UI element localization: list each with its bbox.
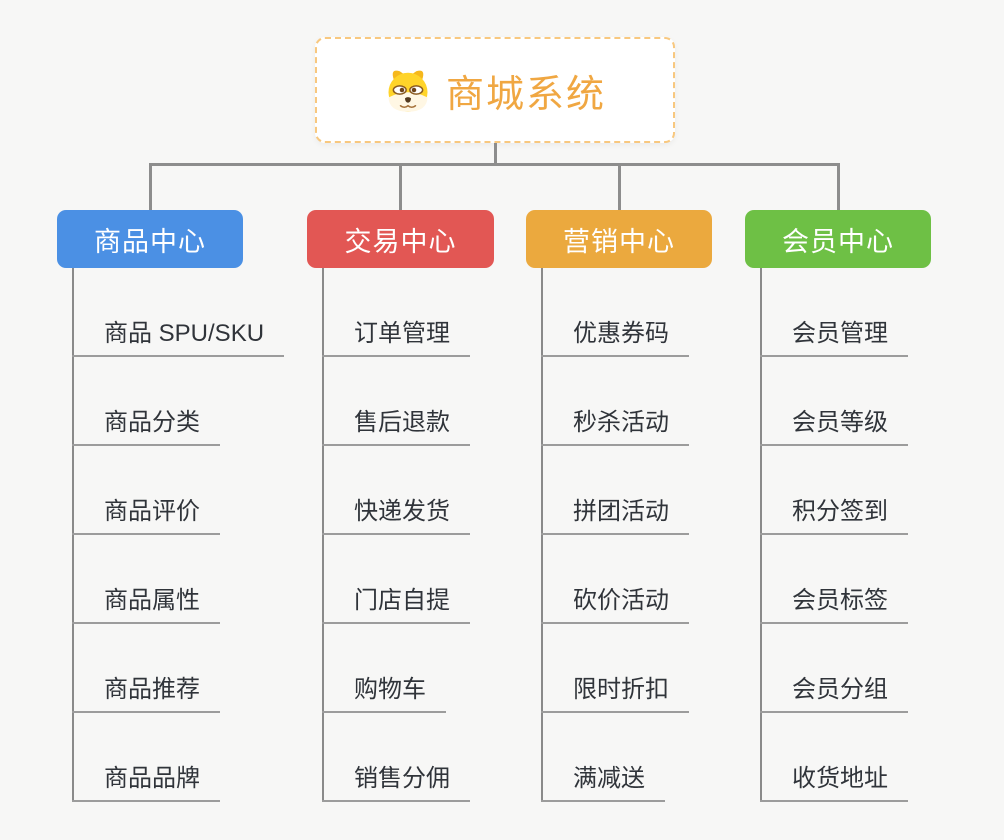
- leaf-node[interactable]: 商品分类: [72, 404, 220, 446]
- doge-icon: [388, 70, 428, 112]
- root-node[interactable]: 商城系统: [315, 37, 675, 143]
- branch-node-trade[interactable]: 交易中心: [307, 210, 494, 268]
- branch-spine-4: [760, 268, 762, 802]
- branch-node-member[interactable]: 会员中心: [745, 210, 931, 268]
- branch-node-marketing[interactable]: 营销中心: [526, 210, 712, 268]
- leaf-node[interactable]: 收货地址: [760, 760, 908, 802]
- leaf-node[interactable]: 会员标签: [760, 582, 908, 624]
- connector-drop-2: [399, 163, 402, 210]
- leaf-node[interactable]: 购物车: [322, 671, 446, 713]
- leaf-node[interactable]: 商品属性: [72, 582, 220, 624]
- leaf-node[interactable]: 售后退款: [322, 404, 470, 446]
- connector-drop-3: [618, 163, 621, 210]
- branch-spine-3: [541, 268, 543, 802]
- leaf-node[interactable]: 门店自提: [322, 582, 470, 624]
- leaf-node[interactable]: 优惠券码: [541, 315, 689, 357]
- leaf-node[interactable]: 满减送: [541, 760, 665, 802]
- leaf-node[interactable]: 会员管理: [760, 315, 908, 357]
- leaf-node[interactable]: 商品 SPU/SKU: [72, 315, 285, 357]
- leaf-node[interactable]: 限时折扣: [541, 671, 689, 713]
- leaf-node[interactable]: 订单管理: [322, 315, 470, 357]
- leaf-node[interactable]: 会员分组: [760, 671, 908, 713]
- connector-drop-1: [149, 163, 152, 210]
- connector-root-stem: [494, 143, 497, 165]
- leaf-node[interactable]: 砍价活动: [541, 582, 689, 624]
- leaf-node[interactable]: 秒杀活动: [541, 404, 689, 446]
- leaf-node[interactable]: 快递发货: [322, 493, 470, 535]
- root-title: 商城系统: [445, 73, 606, 116]
- branch-spine-1: [72, 268, 74, 802]
- branch-node-product[interactable]: 商品中心: [57, 210, 243, 268]
- connector-horizontal: [149, 163, 840, 166]
- leaf-node[interactable]: 商品推荐: [72, 671, 220, 713]
- leaf-node[interactable]: 商品评价: [72, 493, 220, 535]
- branch-spine-2: [322, 268, 324, 802]
- leaf-node[interactable]: 销售分佣: [322, 760, 470, 802]
- connector-drop-4: [837, 163, 840, 210]
- leaf-node[interactable]: 会员等级: [760, 404, 908, 446]
- leaf-node[interactable]: 积分签到: [760, 493, 908, 535]
- leaf-node[interactable]: 商品品牌: [72, 760, 220, 802]
- leaf-node[interactable]: 拼团活动: [541, 493, 689, 535]
